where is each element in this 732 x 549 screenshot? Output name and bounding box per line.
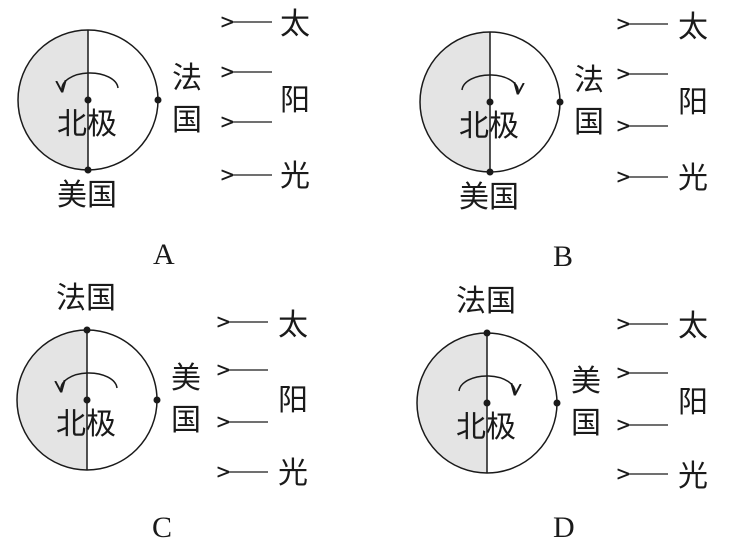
sunlight-char: 光 [280,159,310,194]
panel-b: 北极 美国 法 国 太 阳 光 B [419,10,708,273]
north-pole-dot [486,98,494,106]
location-label-right-top: 法 [172,61,202,96]
location-label-right-bottom: 国 [574,105,604,140]
location-label-right-top: 美 [571,364,601,399]
panel-a: 北极 美国 法 国 太 阳 光 A [17,7,310,271]
location-dot-right [553,399,561,407]
rotation-arrow [62,72,119,90]
location-dot-right [556,98,564,106]
sunlight-char: 光 [678,459,708,494]
sunlight-char: 光 [278,456,308,491]
north-pole-label: 北极 [56,407,116,442]
panel-caption: D [553,511,575,544]
sunlight-char: 太 [278,308,308,343]
panel-d: 北极 法国 美 国 太 阳 光 D [416,284,708,544]
north-pole-label: 北极 [57,107,117,142]
location-dot-right [154,96,162,104]
sunlight-char: 阳 [278,383,308,418]
location-dot-top [483,329,491,337]
north-pole-label: 北极 [459,109,519,144]
sunlight-char: 阳 [678,385,708,420]
location-label-bottom: 美国 [57,178,117,213]
location-label-right-top: 法 [574,63,604,98]
night-side [18,30,88,170]
location-dot-bottom [486,168,494,176]
panel-caption: C [152,511,172,544]
rotation-arrow [458,375,515,393]
night-side [420,32,490,172]
sunlight-char: 阳 [280,83,310,118]
rotation-arrow [61,372,118,390]
location-label-top: 法国 [456,284,516,319]
north-pole-label: 北极 [456,410,516,445]
location-dot-bottom [84,166,92,174]
sunlight-char: 太 [678,10,708,45]
location-label-right-bottom: 国 [172,103,202,138]
sunlight-char: 太 [678,309,708,344]
sunlight-char: 太 [280,7,310,42]
sunlight-char: 光 [678,161,708,196]
north-pole-dot [83,396,91,404]
panel-c: 北极 法国 美 国 太 阳 光 C [16,281,308,544]
location-label-bottom: 美国 [459,180,519,215]
rotation-arrow [461,74,518,92]
north-pole-dot [483,399,491,407]
panel-caption: A [153,238,175,271]
north-pole-dot [84,96,92,104]
location-label-top: 法国 [56,281,116,316]
location-label-right-top: 美 [171,361,201,396]
location-label-right-bottom: 国 [571,406,601,441]
panel-caption: B [553,240,573,273]
location-dot-right [153,396,161,404]
night-side [17,330,87,470]
sunlight-char: 阳 [678,85,708,120]
night-side [417,333,487,473]
location-label-right-bottom: 国 [171,403,201,438]
location-dot-top [83,326,91,334]
